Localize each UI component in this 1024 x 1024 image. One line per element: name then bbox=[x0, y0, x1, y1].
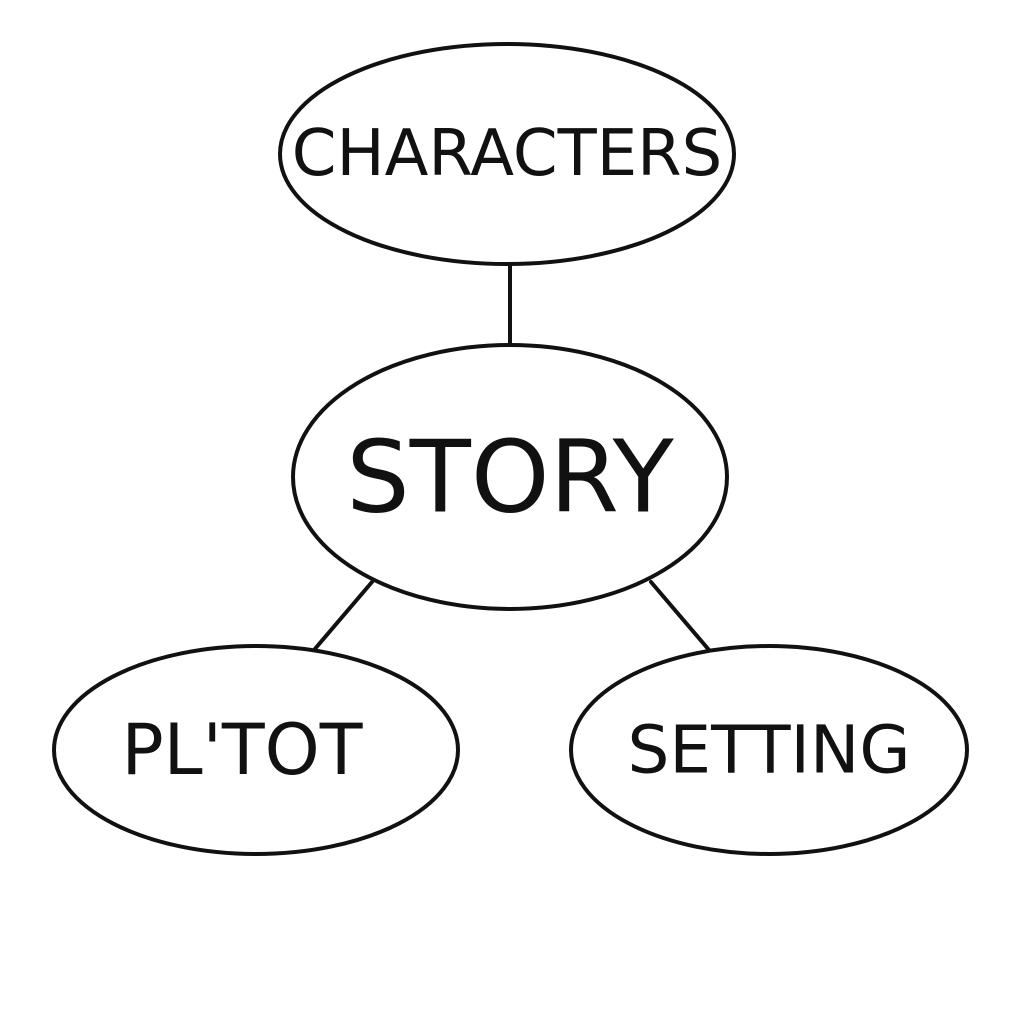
node-setting-label: SETTING bbox=[627, 712, 910, 789]
node-story-label: STORY bbox=[346, 419, 674, 536]
connector-story-setting bbox=[649, 580, 711, 652]
node-plot: PL'TOT bbox=[52, 644, 460, 856]
node-characters-label: CHARACTERS bbox=[292, 117, 722, 191]
node-setting: SETTING bbox=[569, 644, 969, 856]
connector-story-plot bbox=[312, 580, 374, 652]
node-plot-label: PL'TOT bbox=[121, 709, 362, 791]
node-plot-ellipse bbox=[52, 644, 460, 856]
node-story: STORY bbox=[291, 343, 729, 611]
node-characters-ellipse bbox=[278, 42, 736, 266]
node-characters: CHARACTERS bbox=[278, 42, 736, 266]
node-setting-ellipse bbox=[569, 644, 969, 856]
node-story-ellipse bbox=[291, 343, 729, 611]
